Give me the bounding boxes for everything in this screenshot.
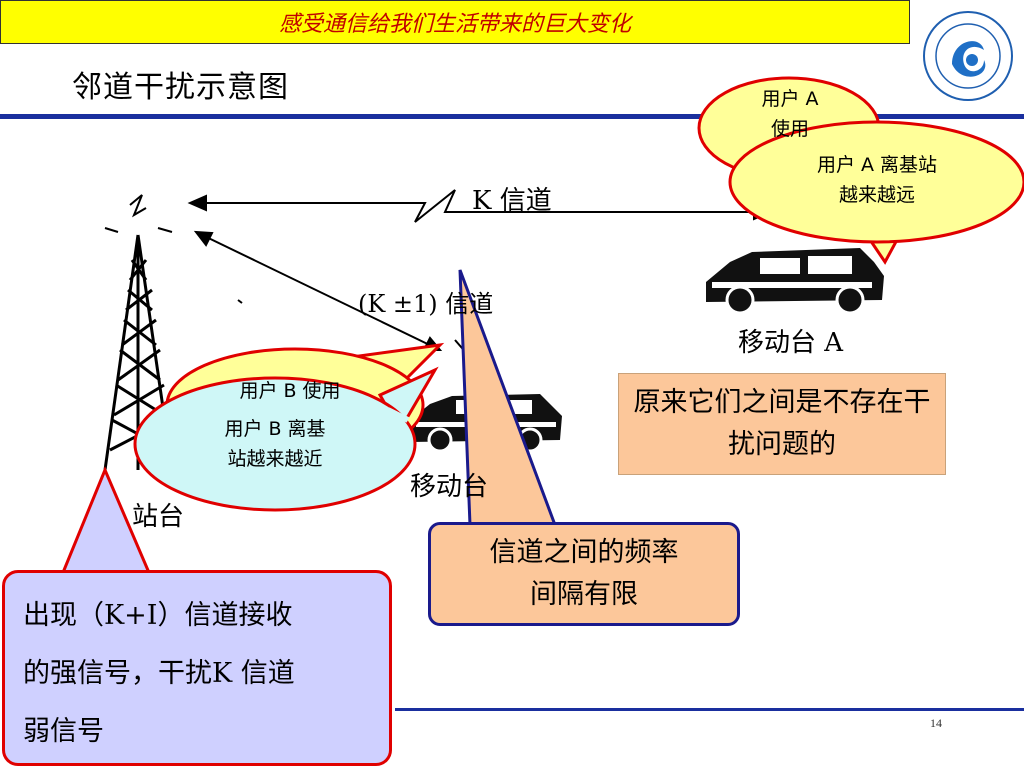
title-rule xyxy=(0,114,1024,119)
page-number: 14 xyxy=(930,716,942,730)
bubble-b-front xyxy=(133,366,439,512)
slide-title: 邻道干扰示意图 xyxy=(72,70,289,105)
note-gap-line2: 间隔有限 xyxy=(530,579,638,610)
bubble-a-back-text: 用户 A 使用 xyxy=(730,84,850,144)
note-strong-signal-interference: 出现（K+I）信道接收 的强信号，干扰K 信道 弱信号 xyxy=(2,570,392,766)
bubble-a-back-line1: 用户 A xyxy=(761,88,819,110)
bubble-a-line2: 越来越远 xyxy=(838,184,915,206)
university-seal-icon xyxy=(923,11,1013,101)
bubble-a-text: 用户 A 离基站 越来越远 xyxy=(740,150,1014,210)
bubble-a-front xyxy=(728,120,1024,265)
base-station-label: 站台 xyxy=(132,502,185,532)
mobile-a-label: 移动台 A xyxy=(738,328,844,358)
k-plus-minus-channel-label: (K ±1) 信道 xyxy=(358,290,494,318)
bubble-a-line1: 用户 A 离基站 xyxy=(816,154,938,176)
footer-rule xyxy=(395,708,1024,711)
note-no-interference-originally: 原来它们之间是不存在干扰问题的 xyxy=(618,373,946,475)
banner-text: 感受通信给我们生活带来的巨大变化 xyxy=(278,12,631,37)
bubble-b-text: 用户 B 离基 站越来越近 xyxy=(160,414,390,474)
bubble-b-line2: 站越来越近 xyxy=(227,448,323,470)
mobile-b-label: 移动台 xyxy=(410,472,489,502)
note-strong-line3: 弱信号 xyxy=(23,716,104,747)
bubble-a-back-line2: 使用 xyxy=(770,118,809,140)
k-channel-label: K 信道 xyxy=(472,186,552,216)
car-a-icon xyxy=(706,248,884,315)
note-gap-line1: 信道之间的频率 xyxy=(489,537,679,568)
bubble-b-back-text: 用户 B 使用 xyxy=(239,380,341,402)
note-strong-line2: 的强信号，干扰K 信道 xyxy=(23,658,295,689)
note-strong-line1: 出现（K+I）信道接收 xyxy=(23,600,293,631)
bubble-b-line1: 用户 B 离基 xyxy=(224,418,326,440)
note-limited-frequency-gap: 信道之间的频率 间隔有限 xyxy=(428,522,740,626)
top-banner: 感受通信给我们生活带来的巨大变化 xyxy=(0,0,910,44)
